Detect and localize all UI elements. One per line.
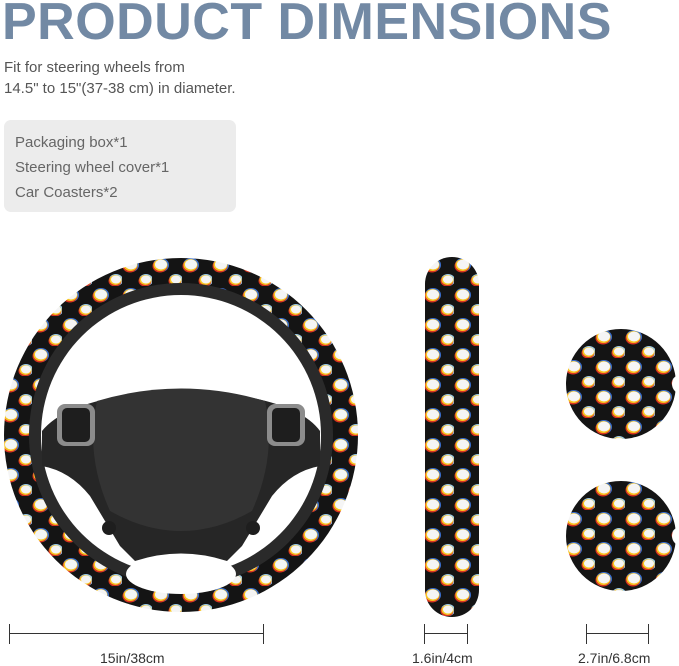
fit-line-2: 14.5" to 15"(37-38 cm) in diameter. (4, 80, 236, 97)
car-coaster-icon (565, 480, 677, 592)
fit-line-1: Fit for steering wheels from (4, 59, 185, 76)
package-item: Steering wheel cover*1 (15, 159, 170, 176)
steering-wheel-cover-icon (2, 256, 360, 614)
package-contents-box: Packaging box*1 Steering wheel cover*1 C… (4, 120, 236, 212)
package-item: Packaging box*1 (15, 134, 128, 151)
fit-description: Fit for steering wheels from 14.5" to 15… (4, 57, 236, 99)
cover-side-profile-icon (424, 256, 480, 618)
coaster-dimension-label: 2.7in/6.8cm (578, 650, 651, 666)
car-coaster-icon (565, 328, 677, 440)
page-title: PRODUCT DIMENSIONS (2, 0, 612, 51)
wheel-dimension-label: 15in/38cm (100, 650, 165, 666)
profile-dimension-label: 1.6in/4cm (412, 650, 473, 666)
package-item: Car Coasters*2 (15, 184, 118, 201)
